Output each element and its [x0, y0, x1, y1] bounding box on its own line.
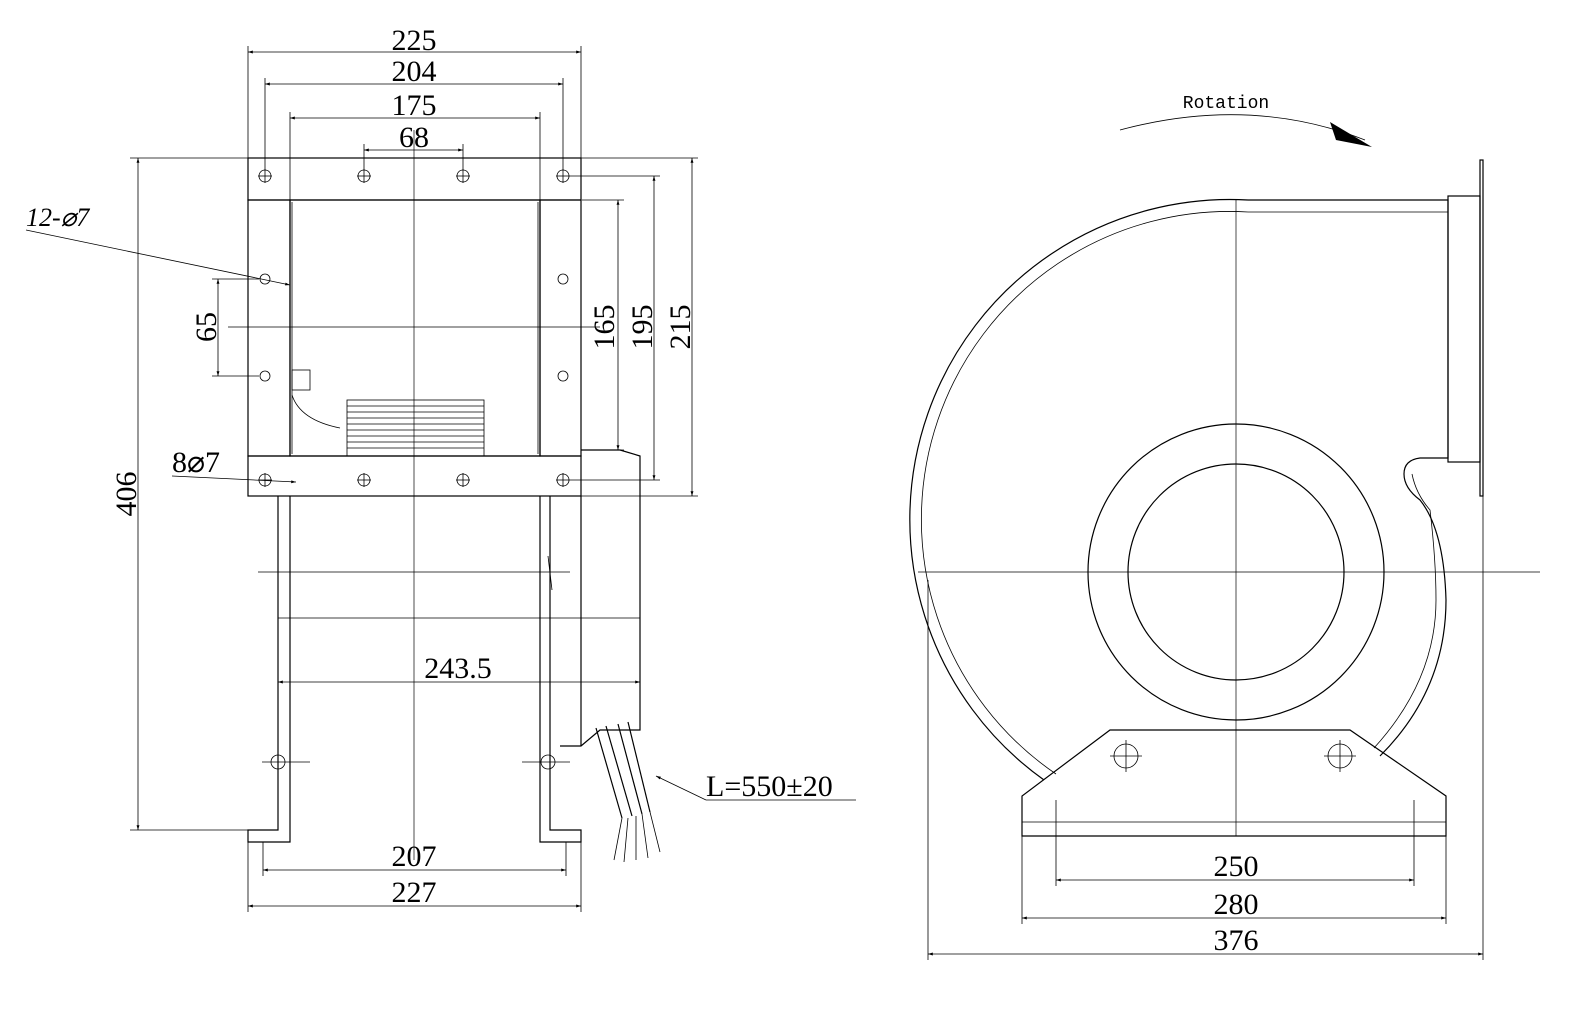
hole-note-8: 8⌀7 — [172, 446, 220, 479]
impeller-blades — [291, 369, 485, 457]
cable-length-note: L=550±20 — [706, 770, 833, 803]
dim-68: 68 — [399, 121, 429, 154]
bottom-flange — [247, 455, 582, 497]
rotation-arrow — [1119, 114, 1366, 141]
cable-bundle — [595, 721, 661, 863]
right-flange — [539, 199, 582, 457]
scroll-housing-outer — [1248, 199, 1449, 757]
dim-65: 65 — [190, 312, 223, 342]
front-view: 225 204 175 68 12-⌀7 65 165 195 — [25, 24, 856, 912]
dim-250: 250 — [1214, 850, 1259, 883]
dim-215: 215 — [664, 305, 697, 350]
hole-note-12: 12-⌀7 — [26, 203, 90, 232]
dim-175: 175 — [392, 89, 437, 122]
left-flange — [247, 199, 291, 457]
rotation-label: Rotation — [1183, 94, 1269, 114]
dim-376: 376 — [1214, 924, 1259, 957]
dim-225: 225 — [392, 24, 437, 57]
dim-243-5: 243.5 — [424, 652, 492, 685]
outlet-flange — [1447, 195, 1481, 463]
dim-207: 207 — [392, 840, 437, 873]
dim-406: 406 — [110, 472, 143, 517]
housing-body — [247, 449, 641, 843]
dim-204: 204 — [392, 55, 437, 88]
dim-165: 165 — [588, 305, 621, 350]
side-view: Rotation 250 280 376 — [909, 94, 1540, 960]
dim-195: 195 — [626, 305, 659, 350]
dim-227: 227 — [392, 876, 437, 909]
base-bracket — [1021, 729, 1447, 837]
top-flange — [247, 157, 582, 201]
dim-280: 280 — [1214, 888, 1259, 921]
